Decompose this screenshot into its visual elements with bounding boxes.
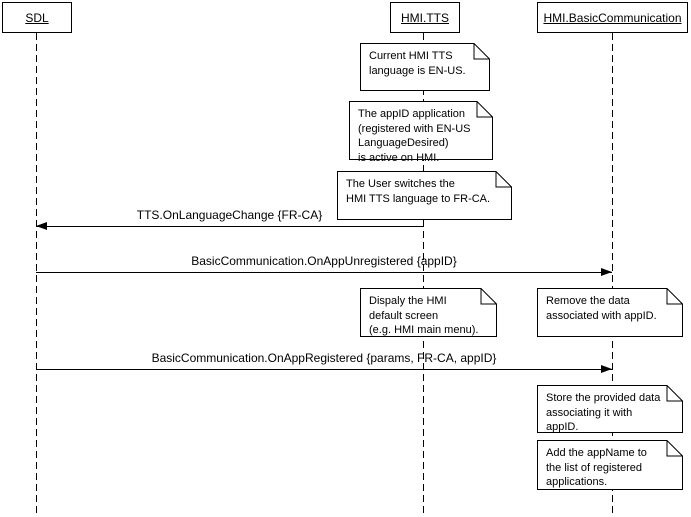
arrowhead-right-icon (601, 268, 612, 276)
lifeline-hmi-tts (423, 33, 424, 517)
note-text: The User switches the HMI TTS language t… (346, 178, 491, 205)
message-line-onappunregistered (36, 272, 612, 273)
note-shape-icon (360, 43, 490, 91)
note-add-appname: Add the appName to the list of registere… (537, 440, 683, 490)
note-current-tts-language: Current HMI TTS language is EN-US. (360, 43, 490, 91)
note-text: The appID application (registered with E… (358, 108, 471, 164)
note-display-default-screen: Dispaly the HMI default screen (e.g. HMI… (360, 288, 497, 337)
note-shape-icon (537, 440, 683, 490)
note-remove-data: Remove the data associated with appID. (537, 288, 683, 337)
actor-label-sdl: SDL (25, 10, 49, 25)
note-text: Dispaly the HMI default screen (e.g. HMI… (369, 295, 479, 336)
message-line-onappregistered (36, 369, 612, 370)
message-label-onappregistered: BasicCommunication.OnAppRegistered {para… (151, 351, 497, 365)
message-line-onlanguagechange (36, 226, 423, 227)
note-shape-icon (537, 385, 683, 433)
message-label-onlanguagechange: TTS.OnLanguageChange {FR-CA} (136, 208, 323, 222)
arrowhead-left-icon (36, 222, 47, 230)
note-shape-icon (337, 171, 512, 220)
note-text: Store the provided data associating it w… (546, 392, 661, 433)
actor-box-sdl: SDL (2, 2, 72, 33)
arrowhead-right-icon (601, 365, 612, 373)
actor-box-hmi-basiccommunication: HMI.BasicCommunication (537, 2, 688, 33)
note-text: Add the appName to the list of registere… (546, 447, 647, 488)
lifeline-hmi-basiccommunication (612, 33, 613, 517)
message-label-onappunregistered: BasicCommunication.OnAppUnregistered {ap… (191, 254, 457, 268)
note-store-data: Store the provided data associating it w… (537, 385, 683, 433)
actor-label-hmi-basiccommunication: HMI.BasicCommunication (543, 10, 682, 25)
note-appid-active: The appID application (registered with E… (349, 101, 493, 164)
actor-box-hmi-tts: HMI.TTS (390, 2, 460, 33)
note-text: Current HMI TTS language is EN-US. (369, 50, 466, 77)
note-shape-icon (360, 288, 497, 337)
actor-label-hmi-tts: HMI.TTS (401, 10, 449, 25)
lifeline-sdl (36, 33, 37, 517)
note-shape-icon (349, 101, 493, 160)
note-user-switches-language: The User switches the HMI TTS language t… (337, 171, 512, 220)
note-shape-icon (537, 288, 683, 337)
note-text: Remove the data associated with appID. (546, 295, 657, 322)
